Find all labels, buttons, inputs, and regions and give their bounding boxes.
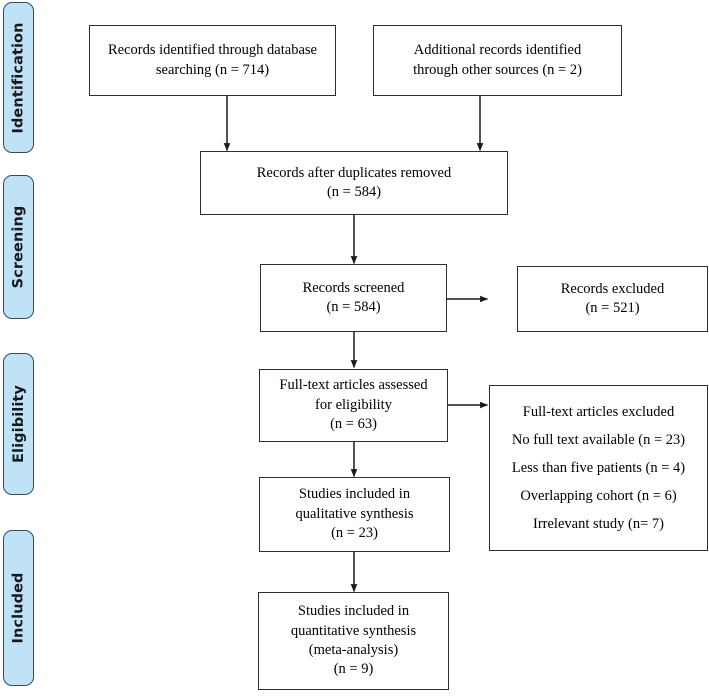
box-studies-quantitative-synthesis: Studies included in quantitative synthes… [258, 592, 449, 690]
box-line: quantitative synthesis [290, 622, 417, 639]
exclusion-reason: Less than five patients (n = 4) [511, 459, 686, 476]
box-line: Studies included in [297, 603, 410, 620]
box-line: Records excluded [560, 280, 665, 297]
box-records-excluded: Records excluded (n = 521) [517, 266, 708, 332]
box-records-identified-database: Records identified through database sear… [89, 25, 336, 96]
box-line: Additional records identified [413, 42, 582, 59]
box-records-after-duplicates-removed: Records after duplicates removed (n = 58… [200, 151, 508, 215]
box-line: searching (n = 714) [155, 61, 270, 78]
box-line: (n = 9) [333, 661, 374, 678]
box-line: Records screened [302, 279, 405, 296]
stage-label-screening: Screening [10, 205, 27, 289]
box-line: (meta-analysis) [308, 642, 399, 658]
exclusion-reason: Overlapping cohort (n = 6) [520, 487, 677, 504]
box-line: (n = 584) [326, 184, 382, 200]
box-studies-qualitative-synthesis: Studies included in qualitative synthesi… [259, 477, 450, 552]
stage-pill-eligibility: Eligibility [3, 353, 34, 495]
box-line: through other sources (n = 2) [413, 61, 582, 78]
stage-pill-included: Included [3, 530, 34, 686]
box-line: Records after duplicates removed [256, 164, 452, 181]
stage-pill-screening: Screening [3, 175, 34, 319]
box-line: (n = 521) [585, 300, 640, 316]
box-fulltext-articles-excluded: Full-text articles excluded No full text… [489, 385, 708, 551]
box-line: for eligibility [315, 396, 392, 413]
stage-label-included: Included [10, 572, 27, 644]
stage-label-eligibility: Eligibility [10, 385, 27, 463]
exclusion-reason: Irrelevant study (n= 7) [533, 515, 664, 532]
stage-pill-identification: Identification [3, 2, 34, 153]
box-line: (n = 584) [326, 299, 381, 315]
box-line: Studies included in [298, 486, 411, 503]
box-line: Records identified through database [108, 42, 317, 59]
box-records-screened: Records screened (n = 584) [260, 264, 447, 332]
excluded-heading: Full-text articles excluded [522, 403, 675, 420]
box-line: (n = 23) [331, 525, 378, 542]
box-line: qualitative synthesis [295, 505, 414, 522]
box-fulltext-articles-assessed: Full-text articles assessed for eligibil… [259, 369, 448, 442]
exclusion-reason: No full text available (n = 23) [511, 431, 686, 448]
stage-label-identification: Identification [10, 21, 27, 134]
box-line: Full-text articles assessed [279, 377, 428, 394]
box-additional-records-other-sources: Additional records identified through ot… [373, 25, 622, 96]
box-line: (n = 63) [330, 416, 377, 433]
